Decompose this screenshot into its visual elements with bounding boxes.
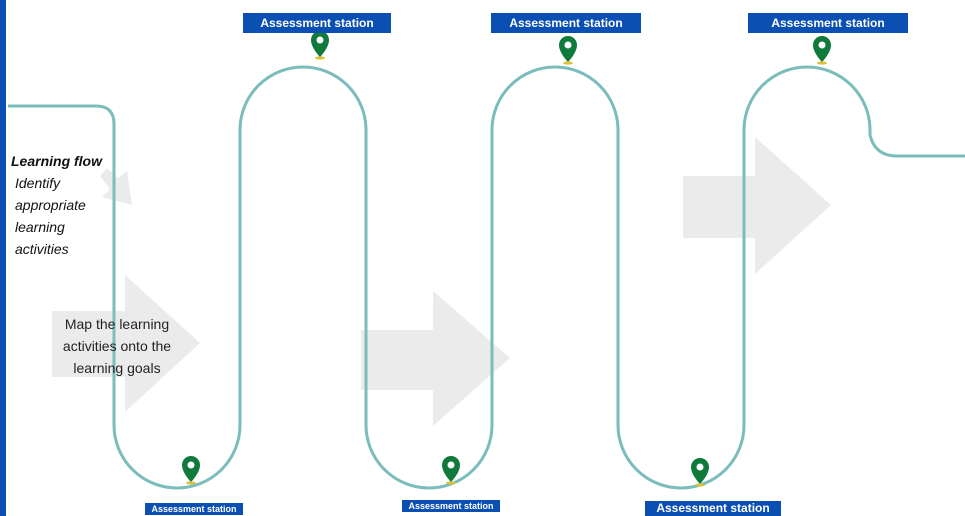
left-accent-bar (0, 0, 6, 516)
pin-top-1-icon (311, 31, 329, 60)
assessment-station-bottom-2: Assessment station (402, 500, 500, 512)
assessment-station-top-3: Assessment station (748, 13, 908, 33)
arrow-3-icon (683, 137, 831, 274)
assessment-station-top-1: Assessment station (243, 13, 391, 33)
small-down-arrow-icon (100, 168, 132, 205)
pin-top-3-icon (813, 36, 831, 65)
map-activities-label: Map the learning activities onto the lea… (62, 316, 172, 376)
pin-top-2-icon (559, 36, 577, 65)
learning-flow-body: Identify appropriate learning activities (15, 175, 86, 257)
pin-bottom-1-icon (182, 456, 200, 485)
pin-bottom-2-icon (442, 456, 460, 485)
assessment-station-bottom-1: Assessment station (145, 503, 243, 515)
arrow-2-icon (361, 291, 510, 426)
learning-flow-title: Learning flow (11, 153, 102, 169)
learning-path-line (8, 65, 965, 490)
pin-bottom-3-icon (691, 458, 709, 487)
learning-flow-note: Learning flow Identify appropriate learn… (11, 150, 111, 260)
arrow-1-icon (52, 275, 200, 412)
assessment-station-top-2: Assessment station (491, 13, 641, 33)
assessment-station-bottom-3: Assessment station (645, 501, 781, 516)
